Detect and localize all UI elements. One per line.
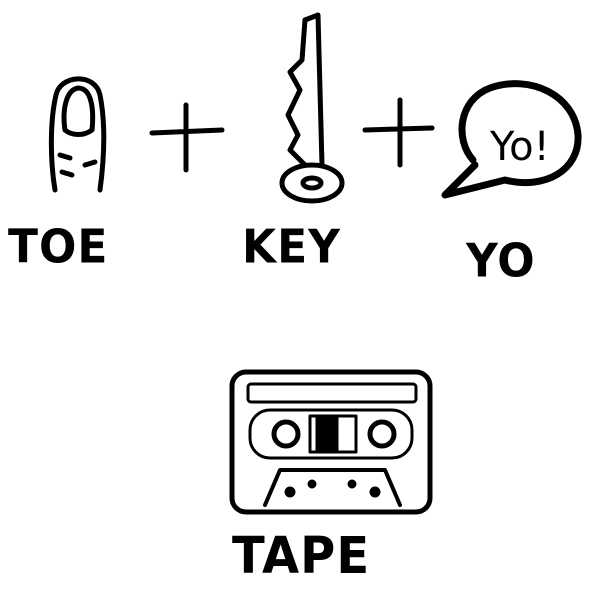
bubble-text: Yo!	[489, 124, 550, 170]
plus-icon	[149, 102, 225, 173]
word-key: KEY	[242, 220, 342, 275]
word-toe: TOE	[8, 220, 109, 275]
word-yo: YO	[466, 234, 536, 289]
word-tape: TAPE	[232, 526, 371, 586]
speech-bubble-icon	[441, 80, 582, 199]
toe-icon	[48, 76, 107, 193]
plus-icon	[362, 97, 435, 168]
key-icon	[279, 12, 345, 204]
cassette-tape-icon	[229, 369, 433, 515]
